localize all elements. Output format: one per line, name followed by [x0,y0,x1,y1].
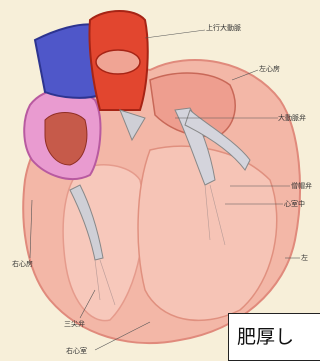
label-papillary-muscle: 僧帽弁 [291,182,312,190]
label-right-ventricle: 右心室 [66,347,87,355]
label-ascending-aorta: 上行大動脈 [206,24,241,32]
label-left-ventricle: 心室中 [284,200,305,208]
label-right-atrium: 右心房 [12,260,33,268]
caption-box: 肥厚し [228,313,320,361]
label-left-atrium: 左心房 [259,65,280,73]
label-tricuspid-valve: 三尖弁 [64,320,85,328]
label-left-ventricle-wall: 左 [301,254,308,262]
label-aortic-valve: 大動脈弁 [278,114,306,122]
